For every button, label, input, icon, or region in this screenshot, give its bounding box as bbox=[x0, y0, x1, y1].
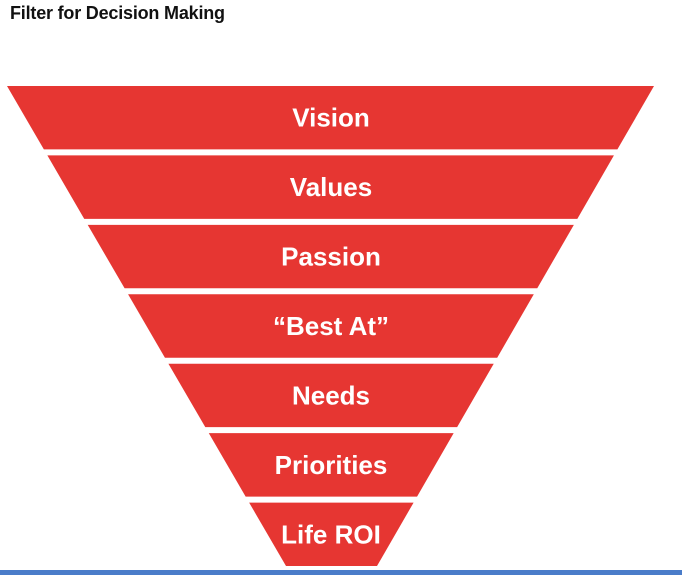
funnel-band-needs bbox=[168, 363, 494, 428]
diagram-title: Filter for Decision Making bbox=[10, 3, 225, 23]
funnel-label-vision: Vision bbox=[292, 103, 370, 133]
funnel-label-needs: Needs bbox=[292, 380, 370, 410]
funnel-band-passion bbox=[87, 224, 574, 289]
funnel-band-best-at bbox=[128, 294, 534, 358]
funnel-label-priorities: Priorities bbox=[275, 450, 388, 480]
funnel-band-priorities bbox=[208, 433, 454, 497]
funnel-label-values: Values bbox=[290, 172, 372, 202]
funnel-label-life-roi: Life ROI bbox=[281, 519, 381, 549]
funnel-band-values bbox=[47, 155, 614, 219]
funnel-band-vision bbox=[7, 86, 654, 150]
funnel-band-life-roi bbox=[249, 502, 414, 566]
funnel-label-best-at: “Best At” bbox=[273, 311, 389, 341]
bottom-rule bbox=[0, 570, 682, 575]
funnel-label-passion: Passion bbox=[281, 242, 381, 272]
